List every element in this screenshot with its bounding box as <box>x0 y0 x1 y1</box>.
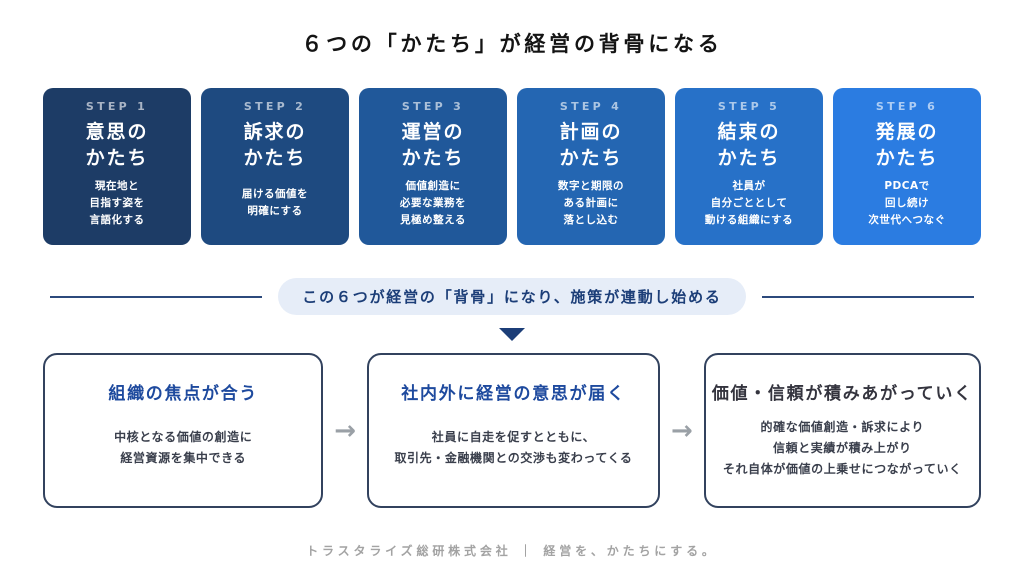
steps-row: STEP 1 意思の かたち 現在地と 目指す姿を 言語化する STEP 2 訴… <box>0 88 1024 245</box>
outcomes-row: 組織の焦点が合う 中核となる価値の創造に 経営資源を集中できる → 社内外に経営… <box>0 353 1024 508</box>
down-arrow-icon <box>499 328 525 341</box>
outcome-description: 社員に自走を促すとともに、 取引先・金融機関との交渉も変わってくる <box>394 430 633 465</box>
step-label: STEP 3 <box>401 100 465 113</box>
step-description: 現在地と 目指す姿を 言語化する <box>89 179 145 226</box>
right-arrow-icon: → <box>671 415 693 446</box>
right-arrow-icon: → <box>334 415 356 446</box>
step-description: 価値創造に 必要な業務を 見極め整える <box>399 179 467 226</box>
step-card-2: STEP 2 訴求の かたち 届ける価値を 明確にする <box>201 88 349 245</box>
banner-line-right <box>761 295 974 298</box>
step-description: 届ける価値を 明確にする <box>241 188 309 218</box>
outcome-description: 中核となる価値の創造に 経営資源を集中できる <box>114 430 253 465</box>
step-description: 数字と期限の ある計画に 落とし込む <box>557 179 625 226</box>
step-card-4: STEP 4 計画の かたち 数字と期限の ある計画に 落とし込む <box>517 88 665 245</box>
step-title: 計画の かたち <box>559 121 623 169</box>
page-title: ６つの「かたち」が経営の背骨になる <box>301 32 723 56</box>
step-label: STEP 2 <box>243 100 307 113</box>
step-title: 結束の かたち <box>717 121 781 169</box>
step-label: STEP 5 <box>717 100 781 113</box>
step-card-3: STEP 3 運営の かたち 価値創造に 必要な業務を 見極め整える <box>359 88 507 245</box>
step-title: 訴求の かたち <box>243 121 307 169</box>
step-card-5: STEP 5 結束の かたち 社員が 自分ごととして 動ける組織にする <box>675 88 823 245</box>
step-title: 意思の かたち <box>85 121 149 169</box>
footer-tagline: トラスタライズ総研株式会社 ｜ 経営を、かたちにする。 <box>306 544 718 558</box>
step-label: STEP 6 <box>875 100 939 113</box>
outcome-box-3: 価値・信頼が積みあがっていく 的確な価値創造・訴求により 信頼と実績が積み上がり… <box>703 353 981 508</box>
step-label: STEP 4 <box>559 100 623 113</box>
step-title: 運営の かたち <box>401 121 465 169</box>
step-card-6: STEP 6 発展の かたち PDCAで 回し続け 次世代へつなぐ <box>833 88 981 245</box>
outcome-box-1: 組織の焦点が合う 中核となる価値の創造に 経営資源を集中できる <box>43 353 324 508</box>
step-title: 発展の かたち <box>875 121 939 169</box>
step-card-1: STEP 1 意思の かたち 現在地と 目指す姿を 言語化する <box>43 88 191 245</box>
outcome-title: 組織の焦点が合う <box>108 384 258 404</box>
banner-pill: この６つが経営の「背骨」になり、施策が連動し始める <box>278 278 746 315</box>
step-label: STEP 1 <box>85 100 149 113</box>
outcome-title: 社内外に経営の意思が届く <box>401 384 626 404</box>
outcome-title: 価値・信頼が積みあがっていく <box>711 384 973 404</box>
step-description: 社員が 自分ごととして 動ける組織にする <box>704 179 794 226</box>
outcome-box-2: 社内外に経営の意思が届く 社員に自走を促すとともに、 取引先・金融機関との交渉も… <box>367 353 660 508</box>
banner-line-left <box>50 295 263 298</box>
banner-row: この６つが経営の「背骨」になり、施策が連動し始める <box>0 278 1024 315</box>
outcome-description: 的確な価値創造・訴求により 信頼と実績が積み上がり それ自体が価値の上乗せにつな… <box>722 419 962 476</box>
step-description: PDCAで 回し続け 次世代へつなぐ <box>868 179 946 226</box>
